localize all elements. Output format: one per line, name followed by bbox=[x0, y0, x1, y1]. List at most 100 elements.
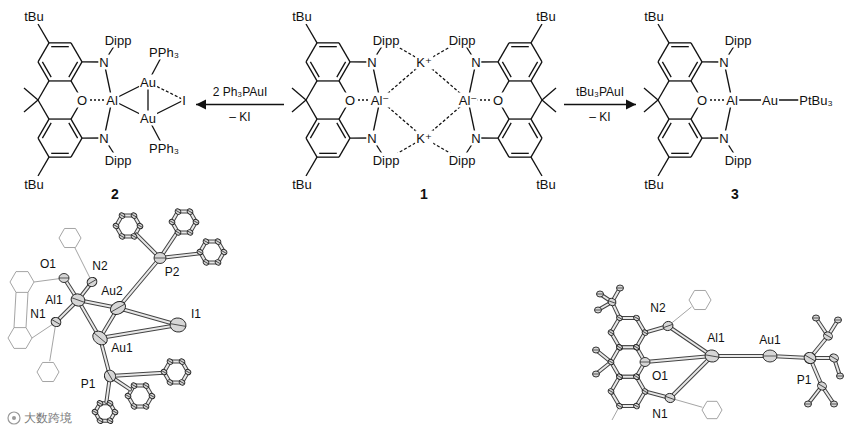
thermal-ellipsoid bbox=[166, 379, 174, 386]
ellipsoid-axis bbox=[88, 280, 97, 285]
ortep-bond-core bbox=[712, 355, 770, 357]
ellipsoid-axis bbox=[617, 316, 622, 319]
thermal-ellipsoid bbox=[664, 392, 676, 404]
bond-line bbox=[669, 80, 691, 81]
bond-line bbox=[509, 42, 531, 43]
ellipsoid-body bbox=[154, 253, 166, 264]
wireframe-bond bbox=[695, 309, 706, 310]
bond-line bbox=[69, 123, 78, 138]
ellipsoid-axis bbox=[179, 360, 184, 363]
ellipsoid-body bbox=[704, 349, 720, 363]
thermal-ellipsoid bbox=[130, 382, 138, 389]
bond-line bbox=[51, 153, 69, 154]
thermal-ellipsoid bbox=[837, 373, 844, 379]
bond-line bbox=[509, 118, 531, 119]
ellipsoid-body bbox=[813, 315, 820, 321]
thermal-ellipsoid bbox=[593, 347, 600, 353]
atom-label: tBu bbox=[291, 9, 313, 24]
ellipsoid-axis bbox=[608, 361, 613, 364]
bond-line bbox=[662, 123, 671, 138]
ellipsoid-body bbox=[220, 248, 228, 255]
thermal-ellipsoid bbox=[633, 344, 641, 351]
thermal-ellipsoid bbox=[616, 373, 624, 380]
ellipsoid-axis bbox=[203, 240, 208, 243]
atom-label: K⁺ bbox=[415, 55, 433, 70]
ortep-bond-core bbox=[118, 308, 178, 325]
bond-line bbox=[658, 100, 669, 119]
atom-label: O bbox=[344, 93, 356, 108]
ellipsoid-body bbox=[130, 233, 138, 240]
structure-formula: tBuDippDipptBuNK⁺NOAl⁻Al⁻ONK⁺NDippDipptB… bbox=[284, 4, 564, 205]
ellipsoid-axis bbox=[107, 371, 113, 381]
ortep-bond bbox=[645, 356, 712, 362]
wireframe-bond bbox=[50, 322, 56, 361]
atom-label: Au1 bbox=[758, 333, 781, 347]
atom-label: N bbox=[718, 131, 729, 146]
wireframe-bond bbox=[10, 272, 16, 282]
bond-line bbox=[669, 156, 691, 157]
bond-line bbox=[306, 24, 317, 43]
compound-number: 3 bbox=[730, 186, 740, 202]
atom-label: Dipp bbox=[372, 33, 401, 48]
wireframe-bond bbox=[695, 290, 706, 291]
ellipsoid-axis bbox=[835, 320, 842, 321]
bond-line bbox=[51, 46, 69, 47]
bond-line bbox=[498, 138, 509, 157]
ellipsoid-body bbox=[607, 329, 615, 336]
structure-formula: tBuDippNPPh₃AuOAlIAuNPPh₃DipptBu2 bbox=[10, 4, 196, 205]
thermal-ellipsoid bbox=[178, 358, 186, 365]
thermal-ellipsoid bbox=[831, 401, 838, 407]
thermal-ellipsoid bbox=[178, 379, 186, 386]
wireframe-bond bbox=[65, 247, 76, 248]
thermal-ellipsoid bbox=[607, 297, 617, 306]
ellipsoid-axis bbox=[642, 390, 647, 393]
bond-line bbox=[658, 157, 669, 176]
thermal-ellipsoid bbox=[640, 358, 650, 367]
thermal-ellipsoid bbox=[174, 229, 182, 236]
bond-line bbox=[511, 46, 529, 47]
ellipsoid-body bbox=[633, 402, 641, 409]
logo-ring bbox=[8, 412, 20, 424]
ellipsoid-body bbox=[166, 358, 174, 365]
ellipsoid-body bbox=[593, 371, 600, 377]
atom-label: Dipp bbox=[724, 33, 753, 48]
logo-dot bbox=[12, 416, 16, 420]
ellipsoid-axis bbox=[763, 356, 777, 357]
bond-line bbox=[339, 43, 350, 62]
atom-label: Al bbox=[725, 93, 739, 108]
wireframe-bond bbox=[59, 228, 65, 238]
thermal-ellipsoid bbox=[142, 382, 150, 389]
ellipsoid-axis bbox=[617, 375, 622, 378]
atom-label: tBu bbox=[643, 9, 665, 24]
atom-label: Al⁻ bbox=[370, 93, 390, 108]
ellipsoid-body bbox=[640, 358, 650, 367]
thermal-ellipsoid bbox=[169, 317, 187, 334]
thermal-ellipsoid bbox=[124, 392, 132, 399]
bond-line bbox=[38, 138, 49, 157]
ellipsoid-body bbox=[214, 259, 222, 266]
atom-label: O bbox=[696, 93, 708, 108]
ellipsoid-body bbox=[108, 299, 128, 317]
atom-label: N bbox=[98, 131, 109, 146]
thermal-ellipsoid bbox=[59, 274, 69, 283]
ellipsoid-body bbox=[835, 317, 842, 323]
ellipsoid-body bbox=[664, 392, 676, 404]
ellipsoid-body bbox=[91, 408, 99, 415]
bond-line bbox=[542, 100, 556, 112]
ellipsoid-body bbox=[160, 368, 168, 375]
bond-lines bbox=[24, 24, 816, 176]
ellipsoid-axis bbox=[608, 301, 616, 304]
ellipsoid-body bbox=[202, 259, 210, 266]
ellipsoid-axis bbox=[608, 331, 613, 334]
ellipsoid-axis bbox=[167, 360, 172, 363]
ellipsoid-body bbox=[196, 248, 204, 255]
ellipsoid-body bbox=[49, 316, 62, 329]
ellipsoid-body bbox=[616, 344, 624, 351]
ortep-bonds bbox=[56, 212, 840, 421]
bond-line bbox=[42, 123, 51, 138]
atom-label: P1 bbox=[80, 377, 97, 391]
ellipsoid-body bbox=[102, 368, 118, 384]
bond-line bbox=[644, 88, 658, 100]
bond-line bbox=[669, 42, 691, 43]
thermal-ellipsoid bbox=[616, 373, 624, 380]
